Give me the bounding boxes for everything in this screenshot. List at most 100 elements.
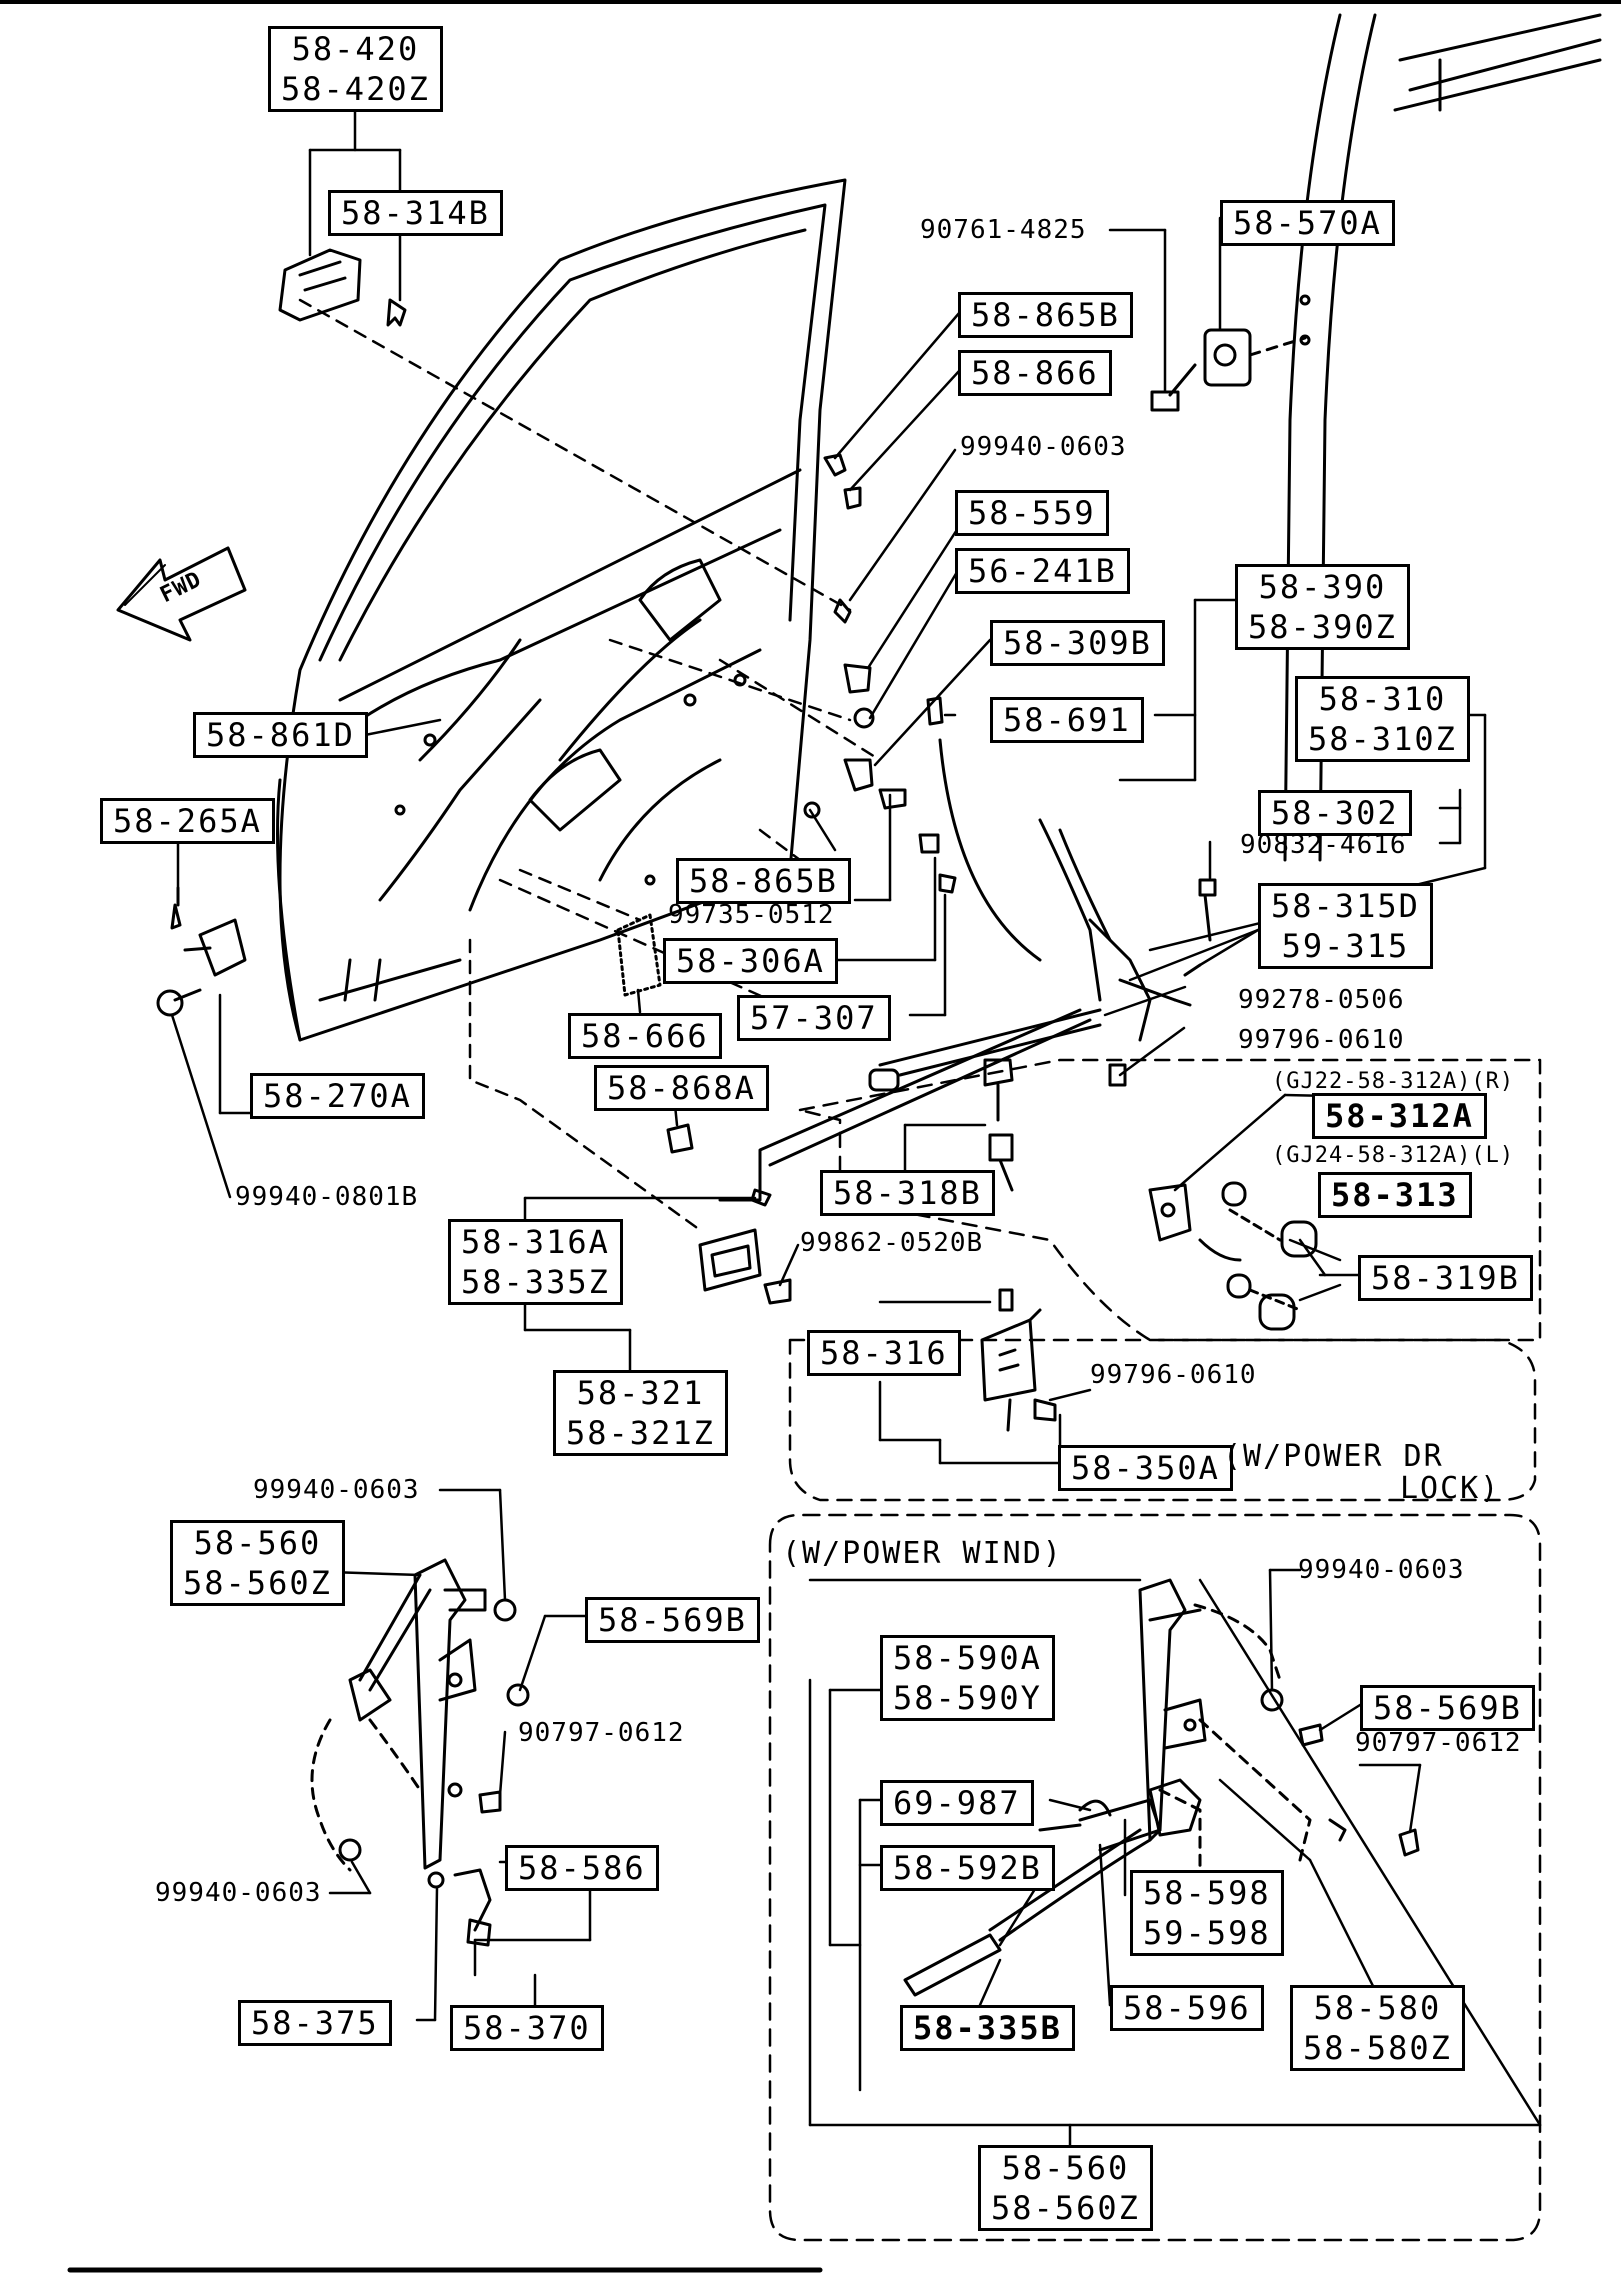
note-lock: LOCK)	[1400, 1471, 1501, 1506]
bolt-90797-0612-b[interactable]: 90797-0612	[1355, 1728, 1522, 1758]
part-56-241B[interactable]: 56-241B	[955, 548, 1130, 594]
part-number: 58-569B	[1373, 1689, 1522, 1727]
part-58-321[interactable]: 58-321 58-321Z	[553, 1370, 728, 1456]
part-number: 56-241B	[968, 552, 1117, 590]
part-number: 58-314B	[341, 194, 490, 232]
clip-parts-illustration	[803, 453, 957, 894]
bolt-99940-0603-a[interactable]: 99940-0603	[960, 432, 1127, 462]
part-58-861D[interactable]: 58-861D	[193, 712, 368, 758]
part-number: 59-598	[1143, 1914, 1271, 1952]
bolt-99796-0610-b[interactable]: 99796-0610	[1090, 1360, 1257, 1390]
part-58-598[interactable]: 58-598 59-598	[1130, 1870, 1284, 1956]
door-shell-illustration	[276, 178, 847, 1042]
part-number: 58-420	[291, 30, 420, 68]
seal-patch-illustration	[616, 913, 694, 1154]
part-58-865B-top[interactable]: 58-865B	[958, 292, 1133, 338]
door-striker-illustration	[1150, 328, 1307, 412]
part-number: 58-590A	[893, 1639, 1042, 1677]
part-number: 58-586	[518, 1849, 646, 1887]
part-58-270A[interactable]: 58-270A	[250, 1073, 425, 1119]
outside-handle-illustration	[278, 248, 407, 327]
part-58-666[interactable]: 58-666	[568, 1013, 722, 1059]
fwd-arrow-icon	[116, 546, 247, 642]
part-58-592B[interactable]: 58-592B	[880, 1845, 1055, 1891]
part-58-316A[interactable]: 58-316A 58-335Z	[448, 1219, 623, 1305]
part-number: 58-559	[968, 494, 1096, 532]
part-number: 58-318B	[833, 1174, 982, 1212]
part-58-559[interactable]: 58-559	[955, 490, 1109, 536]
part-58-375[interactable]: 58-375	[238, 2000, 392, 2046]
part-58-314B[interactable]: 58-314B	[328, 190, 503, 236]
part-58-315D[interactable]: 58-315D 59-315	[1258, 883, 1433, 969]
bolt-99862-0520B[interactable]: 99862-0520B	[800, 1228, 984, 1258]
part-58-420[interactable]: 58-420 58-420Z	[268, 26, 443, 112]
part-number: 58-560Z	[991, 2189, 1140, 2227]
part-58-302[interactable]: 58-302	[1258, 790, 1412, 836]
part-58-335B[interactable]: 58-335B	[900, 2005, 1075, 2051]
part-number: 58-350A	[1071, 1449, 1220, 1487]
part-58-569B-left[interactable]: 58-569B	[585, 1597, 760, 1643]
part-number: 69-987	[893, 1784, 1021, 1822]
part-58-390[interactable]: 58-390 58-390Z	[1235, 564, 1410, 650]
bolt-99940-0603-d[interactable]: 99940-0603	[1298, 1555, 1465, 1585]
part-58-306A[interactable]: 58-306A	[663, 938, 838, 984]
part-58-560-bottom[interactable]: 58-560 58-560Z	[978, 2145, 1153, 2231]
bolt-90761-4825[interactable]: 90761-4825	[920, 215, 1087, 245]
part-number: 58-590Y	[893, 1679, 1042, 1717]
part-58-570A[interactable]: 58-570A	[1220, 200, 1395, 246]
part-58-569B-right[interactable]: 58-569B	[1360, 1685, 1535, 1731]
part-number: 58-596	[1123, 1989, 1251, 2027]
part-58-350A[interactable]: 58-350A	[1058, 1445, 1233, 1491]
part-number: 58-310Z	[1308, 720, 1457, 758]
part-57-307[interactable]: 57-307	[737, 995, 891, 1041]
part-number: 58-315D	[1271, 887, 1420, 925]
part-58-868A[interactable]: 58-868A	[594, 1065, 769, 1111]
part-number: 58-316	[820, 1334, 948, 1372]
part-58-318B[interactable]: 58-318B	[820, 1170, 995, 1216]
part-58-312A[interactable]: 58-312A	[1312, 1093, 1487, 1139]
bolt-99796-0610-a[interactable]: 99796-0610	[1238, 1025, 1405, 1055]
part-58-580[interactable]: 58-580 58-580Z	[1290, 1985, 1465, 2071]
note-gj22: (GJ22-58-312A)(R)	[1272, 1069, 1515, 1094]
part-number: 58-560	[193, 1524, 322, 1562]
part-number: 58-560	[1001, 2149, 1130, 2187]
part-58-596[interactable]: 58-596	[1110, 1985, 1264, 2031]
bolt-99940-0603-b[interactable]: 99940-0603	[253, 1475, 420, 1505]
part-number: 58-306A	[676, 942, 825, 980]
part-58-590A[interactable]: 58-590A 58-590Y	[880, 1635, 1055, 1721]
bolt-99278-0506[interactable]: 99278-0506	[1238, 985, 1405, 1015]
door-check-illustration	[156, 886, 247, 1017]
part-58-265A[interactable]: 58-265A	[100, 798, 275, 844]
part-58-865B-mid[interactable]: 58-865B	[676, 858, 851, 904]
part-number: 58-375	[251, 2004, 379, 2042]
part-58-316[interactable]: 58-316	[807, 1330, 961, 1376]
part-number: 58-598	[1143, 1874, 1271, 1912]
part-number: 58-310	[1318, 680, 1447, 718]
part-58-313[interactable]: 58-313	[1318, 1172, 1472, 1218]
part-number: 58-868A	[607, 1069, 756, 1107]
bolt-99940-0603-c[interactable]: 99940-0603	[155, 1878, 322, 1908]
bolt-90832-4616[interactable]: 90832-4616	[1240, 830, 1407, 860]
part-number: 58-316A	[461, 1223, 610, 1261]
part-58-310[interactable]: 58-310 58-310Z	[1295, 676, 1470, 762]
part-number: 58-335B	[913, 2009, 1062, 2047]
part-58-319B[interactable]: 58-319B	[1358, 1255, 1533, 1301]
note-gj24: (GJ24-58-312A)(L)	[1272, 1143, 1515, 1168]
part-58-691[interactable]: 58-691	[990, 697, 1144, 743]
part-number: 58-370	[463, 2009, 591, 2047]
part-58-586[interactable]: 58-586	[505, 1845, 659, 1891]
bolt-90797-0612-a[interactable]: 90797-0612	[518, 1718, 685, 1748]
part-58-309B[interactable]: 58-309B	[990, 620, 1165, 666]
part-58-866[interactable]: 58-866	[958, 350, 1112, 396]
bolt-99940-0801B[interactable]: 99940-0801B	[235, 1182, 419, 1212]
part-58-560-left[interactable]: 58-560 58-560Z	[170, 1520, 345, 1606]
part-number: 58-592B	[893, 1849, 1042, 1887]
part-69-987[interactable]: 69-987	[880, 1780, 1034, 1826]
part-number: 58-560Z	[183, 1564, 332, 1602]
part-number: 58-570A	[1233, 204, 1382, 242]
part-number: 58-270A	[263, 1077, 412, 1115]
part-number: 58-666	[581, 1017, 709, 1055]
part-58-370[interactable]: 58-370	[450, 2005, 604, 2051]
power-lock-actuator-illustration	[980, 1288, 1057, 1432]
bolt-99735-0512[interactable]: 99735-0512	[668, 900, 835, 930]
